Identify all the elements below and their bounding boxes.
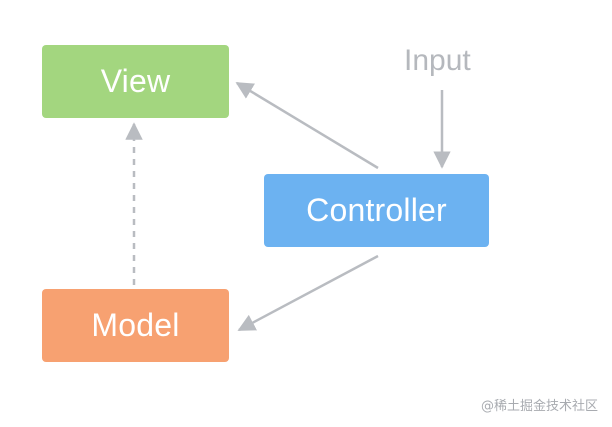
arrow-controller-to-view [235, 81, 379, 170]
view-node: View [42, 45, 229, 118]
watermark: @稀土掘金技术社区 [480, 399, 598, 414]
model-node: Model [42, 289, 229, 362]
controller-node: Controller [264, 174, 489, 247]
input-label: Input [404, 44, 471, 77]
arrow-controller-to-model [237, 254, 379, 332]
